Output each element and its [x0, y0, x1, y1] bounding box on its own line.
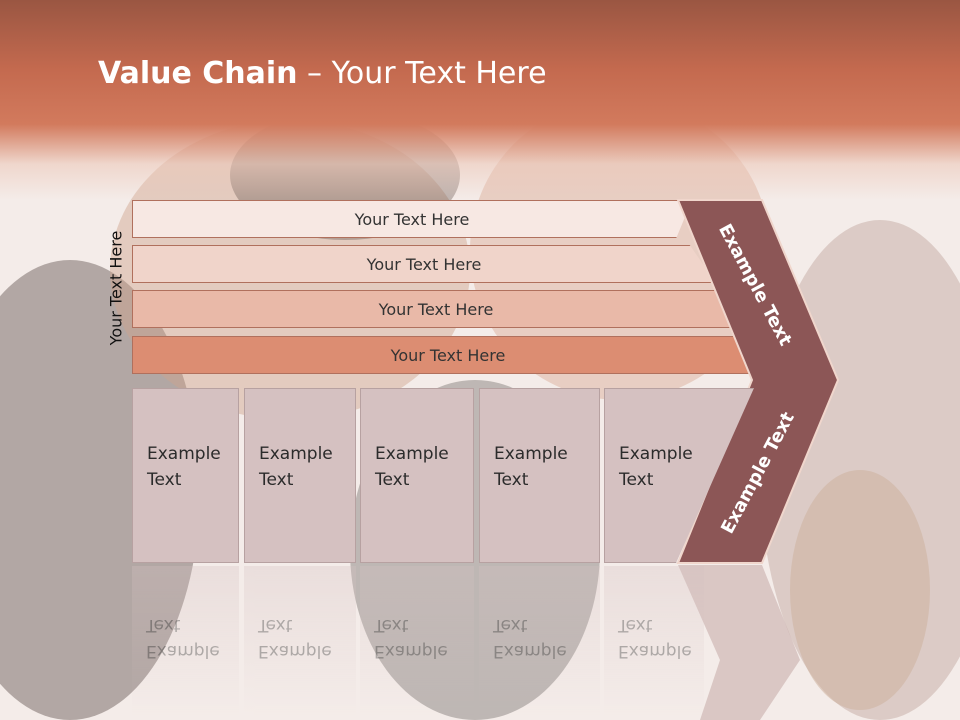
cell-line2: Text [619, 470, 654, 490]
title-rest: – Your Text Here [297, 56, 547, 91]
cell-reflection-3: Example Text [360, 566, 474, 716]
value-cell-4[interactable]: Example Text [479, 388, 600, 563]
reflection-line1: Example [146, 641, 220, 661]
bar-label: Your Text Here [366, 254, 482, 274]
cell-line2: Text [494, 470, 529, 490]
bar-label: Your Text Here [378, 299, 494, 319]
cell-line1: Example [259, 444, 333, 464]
bar-1[interactable]: Your Text Here [132, 200, 692, 238]
bar-4[interactable]: Your Text Here [132, 336, 764, 374]
cell-reflection-4: Example Text [479, 566, 600, 716]
value-cell-2[interactable]: Example Text [244, 388, 356, 563]
bar-label: Your Text Here [354, 209, 470, 229]
reflection-line1: Example [374, 641, 448, 661]
chevron-reflection [678, 565, 800, 720]
cell-line2: Text [147, 470, 182, 490]
cell-line1: Example [147, 444, 221, 464]
slide-title: Value Chain – Your Text Here [98, 56, 547, 91]
cell-line1: Example [375, 444, 449, 464]
cell-reflection-5: Example Text [604, 566, 704, 716]
reflection-line2: Text [374, 615, 409, 635]
cell-line1: Example [494, 444, 568, 464]
cell-line2: Text [259, 470, 294, 490]
reflection-line2: Text [493, 615, 528, 635]
reflection-line2: Text [258, 615, 293, 635]
title-bold: Value Chain [98, 56, 298, 91]
cell-reflection-2: Example Text [244, 566, 356, 716]
reflection-line1: Example [258, 641, 332, 661]
cell-line2: Text [375, 470, 410, 490]
value-cell-3[interactable]: Example Text [360, 388, 474, 563]
reflection-line1: Example [618, 641, 692, 661]
reflection-line1: Example [493, 641, 567, 661]
bar-2[interactable]: Your Text Here [132, 245, 716, 283]
bar-label: Your Text Here [390, 345, 506, 365]
reflection-line2: Text [146, 615, 181, 635]
cell-reflection-1: Example Text [132, 566, 239, 716]
title-banner [0, 0, 960, 200]
reflection-line2: Text [618, 615, 653, 635]
value-cell-1[interactable]: Example Text [132, 388, 239, 563]
bar-3[interactable]: Your Text Here [132, 290, 740, 328]
chevron-shape [676, 199, 840, 564]
cell-line1: Example [619, 444, 693, 464]
